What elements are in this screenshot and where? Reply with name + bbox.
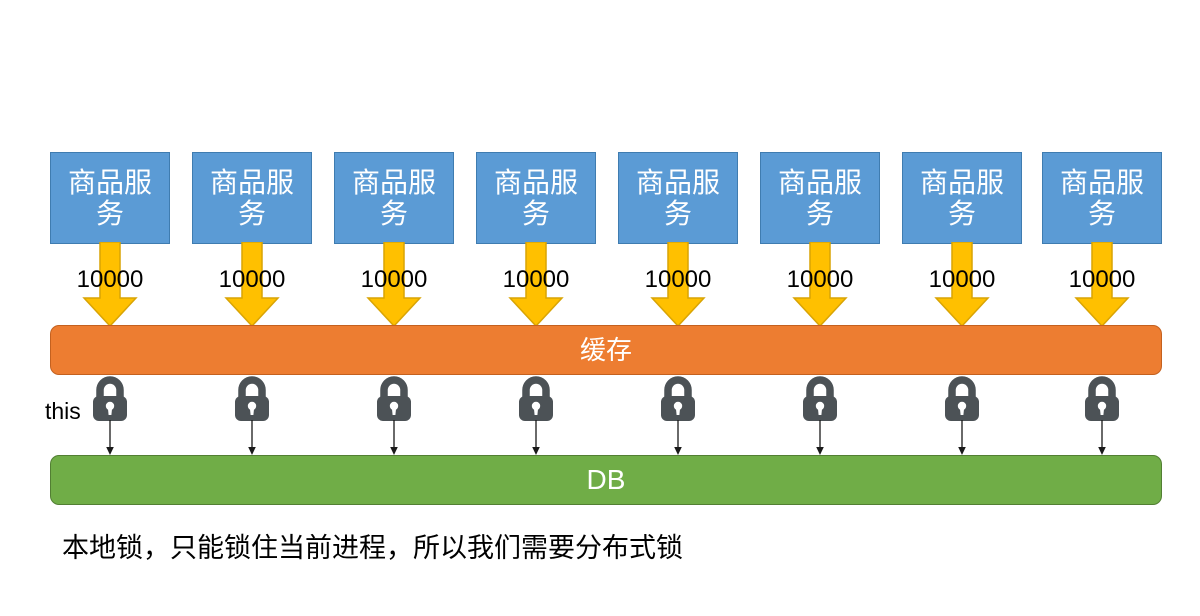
db-connector-arrow-icon	[529, 420, 543, 456]
request-count-label: 10000	[218, 266, 286, 293]
service-box: 商品服务	[476, 152, 596, 244]
db-layer-bar: DB	[50, 455, 1162, 505]
service-box: 商品服务	[760, 152, 880, 244]
traffic-arrow-down-icon	[82, 242, 138, 328]
traffic-arrow-down-icon	[792, 242, 848, 328]
service-box-label: 商品服务	[351, 166, 436, 229]
lock-icon	[88, 376, 132, 422]
service-box: 商品服务	[1042, 152, 1162, 244]
db-connector-arrow-icon	[955, 420, 969, 456]
lock-icon	[1080, 376, 1124, 422]
lock-icon	[940, 376, 984, 422]
service-box: 商品服务	[902, 152, 1022, 244]
db-connector-arrow-icon	[671, 420, 685, 456]
db-connector-arrow-icon	[245, 420, 259, 456]
lock-icon	[372, 376, 416, 422]
traffic-arrow-down-icon	[366, 242, 422, 328]
request-count-label: 10000	[360, 266, 428, 293]
request-count-label: 10000	[502, 266, 570, 293]
request-count-label: 10000	[786, 266, 854, 293]
service-box: 商品服务	[334, 152, 454, 244]
lock-icon	[514, 376, 558, 422]
service-box: 商品服务	[50, 152, 170, 244]
lock-icon	[230, 376, 274, 422]
db-connector-arrow-icon	[1095, 420, 1109, 456]
db-connector-arrow-icon	[813, 420, 827, 456]
service-box-label: 商品服务	[209, 166, 294, 229]
lock-icon	[656, 376, 700, 422]
db-layer-label: DB	[586, 464, 626, 495]
service-box-label: 商品服务	[777, 166, 862, 229]
service-box-label: 商品服务	[635, 166, 720, 229]
request-count-label: 10000	[644, 266, 712, 293]
lock-icon	[798, 376, 842, 422]
request-count-label: 10000	[928, 266, 996, 293]
traffic-arrow-down-icon	[934, 242, 990, 328]
service-box-label: 商品服务	[493, 166, 578, 229]
cache-layer-label: 缓存	[579, 335, 632, 365]
service-box-label: 商品服务	[67, 166, 152, 229]
service-box: 商品服务	[618, 152, 738, 244]
request-count-label: 10000	[76, 266, 144, 293]
service-box: 商品服务	[192, 152, 312, 244]
traffic-arrow-down-icon	[650, 242, 706, 328]
db-connector-arrow-icon	[103, 420, 117, 456]
service-box-label: 商品服务	[919, 166, 1004, 229]
diagram-caption: 本地锁，只能锁住当前进程，所以我们需要分布式锁	[62, 533, 683, 563]
request-count-label: 10000	[1068, 266, 1136, 293]
traffic-arrow-down-icon	[1074, 242, 1130, 328]
traffic-arrow-down-icon	[508, 242, 564, 328]
cache-layer-bar: 缓存	[50, 325, 1162, 375]
this-annotation-label: this	[45, 398, 81, 424]
db-connector-arrow-icon	[387, 420, 401, 456]
traffic-arrow-down-icon	[224, 242, 280, 328]
service-box-label: 商品服务	[1059, 166, 1144, 229]
